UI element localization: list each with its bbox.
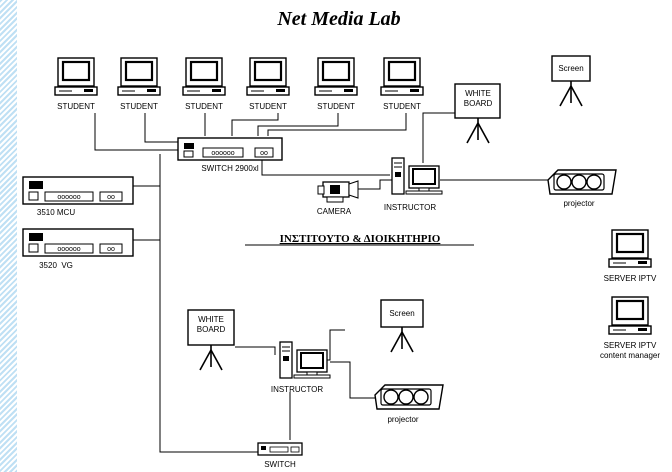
server-iptv-label: SERVER IPTV [604,274,657,283]
network-cables [94,112,548,453]
whiteboard-top-line2: BOARD [464,99,493,108]
projector-icon [547,169,617,195]
student-label: STUDENT [185,102,223,111]
vg-device: oooooo oo 3520 VG [22,228,134,270]
computer-icon [607,228,653,269]
projector-bottom: projector [374,384,444,424]
student-workstation: STUDENT [379,56,425,111]
instructor-top: INSTRUCTOR [384,157,443,212]
projector-top-label: projector [563,199,594,208]
student-label: STUDENT [249,102,287,111]
screen-bottom-label: Screen [389,309,414,318]
student-label: STUDENT [120,102,158,111]
tower-pc-icon [391,157,443,195]
main-switch: oooooo oo SWITCH 2900xl [177,137,283,173]
student-label: STUDENT [317,102,355,111]
switch-bottom: SWITCH [257,442,303,469]
svg-text:oo: oo [107,246,115,253]
screen-bottom: Screen [380,299,424,353]
whiteboard-icon [187,309,235,371]
student-workstation: STUDENT [181,56,227,111]
projector-bottom-label: projector [387,415,418,424]
whiteboard-icon [454,83,501,144]
video-camera-icon [317,180,359,203]
svg-text:oooooo: oooooo [211,150,234,157]
projection-screen-icon [551,55,591,107]
whiteboard-top: WHITE BOARD [454,83,501,144]
vg-label: 3520 VG [39,261,73,270]
projector-top: projector [547,169,617,208]
computer-icon [607,295,653,336]
whiteboard-bottom-line1: WHITE [198,315,224,324]
computer-icon [245,56,291,97]
instructor-bottom-label: INSTRUCTOR [271,385,324,394]
diagram-title: Net Media Lab [276,8,400,30]
camera-device: CAMERA [317,180,359,216]
svg-text:oo: oo [107,194,115,201]
network-switch-icon: oooooo oo [177,137,283,161]
student-workstation: STUDENT [245,56,291,111]
whiteboard-bottom-line2: BOARD [197,325,226,334]
left-decorative-stripe [0,0,17,472]
student-workstation: STUDENT [53,56,99,111]
network-switch-icon: oooooo oo [22,228,134,257]
network-switch-icon: oooooo oo [22,176,134,205]
server-iptv-content-manager: SERVER IPTV content manager [600,295,660,360]
computer-icon [53,56,99,97]
svg-text:oooooo: oooooo [57,194,80,201]
section-title: ΙΝΣΤΙΤΟΥΤΟ & ΔΙΟΙΚΗΤΗΡΙΟ [280,233,441,245]
svg-text:oo: oo [260,150,268,157]
computer-icon [379,56,425,97]
switch-bottom-label: SWITCH [264,460,296,469]
student-workstation: STUDENT [116,56,162,111]
server-iptv: SERVER IPTV [604,228,657,283]
mcu-device: oooooo oo 3510 MCU [22,176,134,217]
computer-icon [313,56,359,97]
whiteboard-bottom: WHITE BOARD [187,309,235,371]
network-switch-icon [257,442,303,456]
computer-icon [116,56,162,97]
computer-icon [181,56,227,97]
projection-screen-icon [380,299,424,353]
server-iptv-cm-label2: content manager [600,351,660,360]
instructor-bottom: INSTRUCTOR [271,341,331,394]
screen-top-label: Screen [558,64,583,73]
screen-top: Screen [551,55,591,107]
tower-pc-icon [279,341,331,379]
mcu-label: 3510 MCU [37,208,75,217]
instructor-top-label: INSTRUCTOR [384,203,437,212]
whiteboard-top-line1: WHITE [465,89,491,98]
student-workstation: STUDENT [313,56,359,111]
switch-main-label: SWITCH 2900xl [201,164,259,173]
student-label: STUDENT [57,102,95,111]
svg-text:oooooo: oooooo [57,246,80,253]
camera-label: CAMERA [317,207,352,216]
student-label: STUDENT [383,102,421,111]
server-iptv-cm-label1: SERVER IPTV [604,341,657,350]
projector-icon [374,384,444,410]
